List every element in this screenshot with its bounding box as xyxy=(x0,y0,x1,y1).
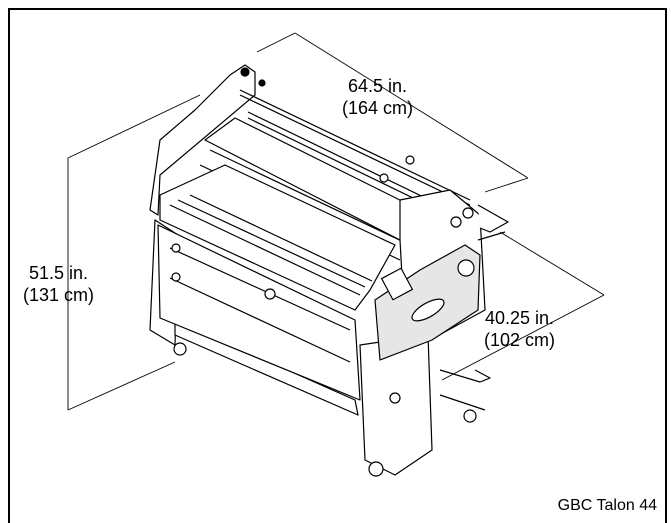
machine-legs xyxy=(149,219,491,477)
width-dimension-label: 64.5 in. (164 cm) xyxy=(342,75,413,119)
control-tower xyxy=(374,189,486,361)
height-cm: (131 cm) xyxy=(23,285,95,305)
left-side-frame xyxy=(149,64,256,216)
figure-frame xyxy=(8,8,667,523)
depth-cm: (102 cm) xyxy=(484,330,556,350)
machine-top-deck xyxy=(159,164,396,311)
width-cm: (164 cm) xyxy=(342,98,414,118)
feed-tray xyxy=(477,204,509,241)
roller-shafts xyxy=(199,79,471,261)
depth-dimension-label: 40.25 in. (102 cm) xyxy=(484,307,555,351)
machine-front-body xyxy=(157,224,361,401)
width-inches: 64.5 in. xyxy=(347,76,408,96)
depth-inches: 40.25 in. xyxy=(484,308,555,328)
height-dimension-label: 51.5 in. (131 cm) xyxy=(23,262,94,306)
figure-caption: GBC Talon 44 xyxy=(557,497,657,514)
dimension-lines xyxy=(67,32,605,411)
height-inches: 51.5 in. xyxy=(28,263,89,283)
